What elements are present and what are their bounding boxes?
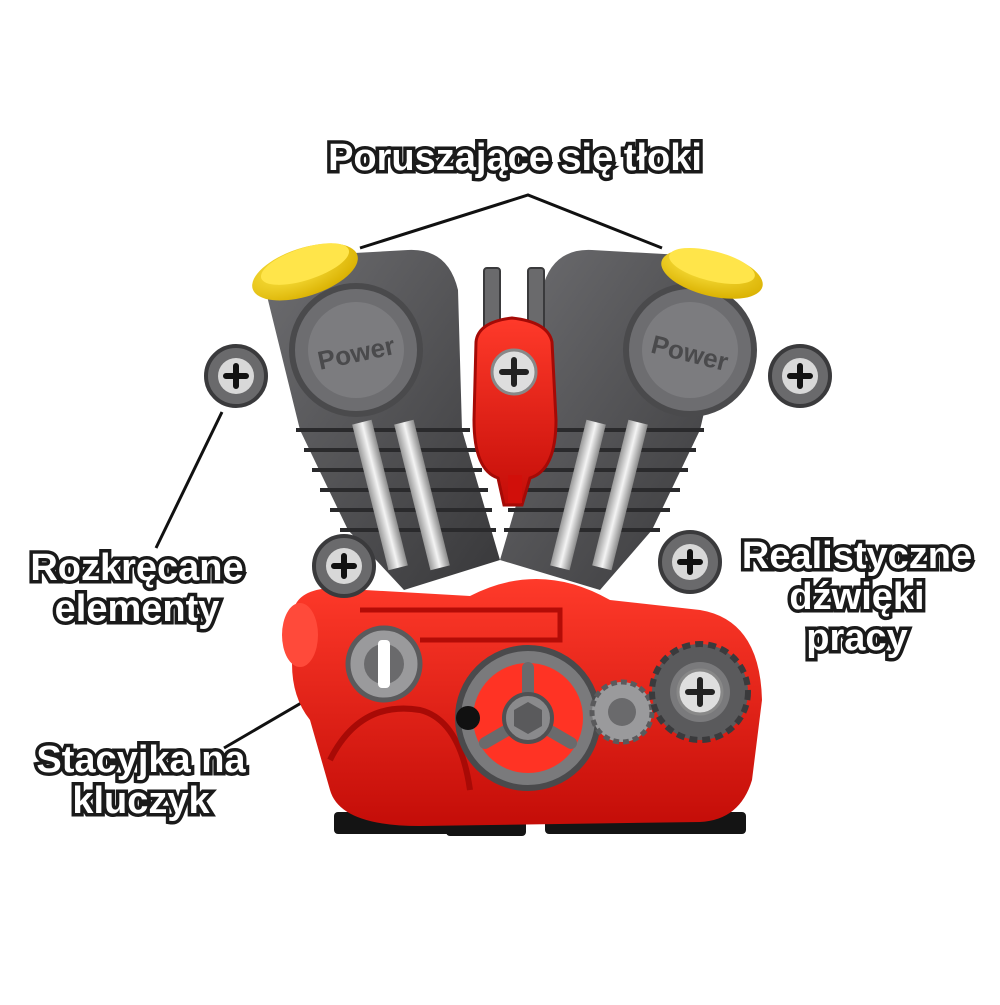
- piston-cap-left: [252, 243, 358, 301]
- small-gear: [589, 679, 655, 745]
- label-moving-pistons: Poruszające się tłoki: [300, 134, 730, 182]
- label-realistic-sounds-line3: pracy: [803, 614, 911, 662]
- right-cylinder: Power: [500, 249, 757, 590]
- label-unscrewable-parts-line2: elementy: [51, 585, 223, 633]
- label-key-ignition-line2: kluczyk: [69, 777, 213, 825]
- main-gear: [455, 645, 601, 791]
- left-cylinder: Power: [266, 249, 500, 590]
- label-key-ignition-line1: Stacyjka na: [33, 736, 249, 784]
- label-realistic-sounds-line2: dźwięki: [786, 573, 928, 621]
- label-moving-pistons-text: Poruszające się tłoki: [325, 134, 706, 182]
- label-unscrewable-parts-line1: Rozkręcane: [27, 544, 247, 592]
- screw-top-right: [768, 344, 832, 408]
- screw-top-left: [204, 344, 268, 408]
- pistons-callout-line: [359, 193, 663, 250]
- ignition-switch: [345, 625, 480, 730]
- label-realistic-sounds: Realistyczne dźwięki pracy: [722, 532, 992, 662]
- screw-bottom-left: [312, 534, 376, 598]
- label-realistic-sounds-line1: Realistyczne: [738, 532, 975, 580]
- piston-cap-right: [661, 247, 763, 299]
- label-key-ignition: Stacyjka na kluczyk: [10, 736, 272, 825]
- screw-distributor: [490, 348, 538, 396]
- screws-callout-line: [154, 411, 224, 549]
- label-unscrewable-parts: Rozkręcane elementy: [6, 544, 268, 633]
- screw-right-gear: [676, 668, 724, 716]
- spark-plugs: [483, 267, 545, 333]
- screw-bottom-right: [658, 530, 722, 594]
